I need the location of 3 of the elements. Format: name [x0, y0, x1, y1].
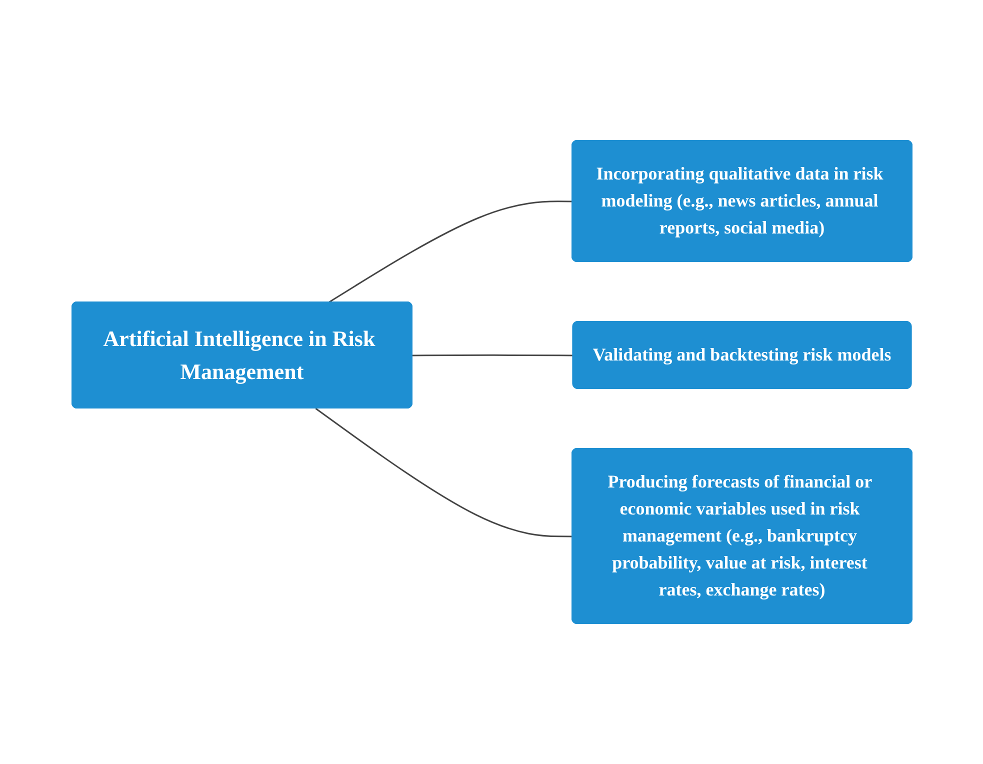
connector: [412, 354, 573, 356]
connector: [328, 200, 572, 304]
connector: [314, 408, 572, 538]
